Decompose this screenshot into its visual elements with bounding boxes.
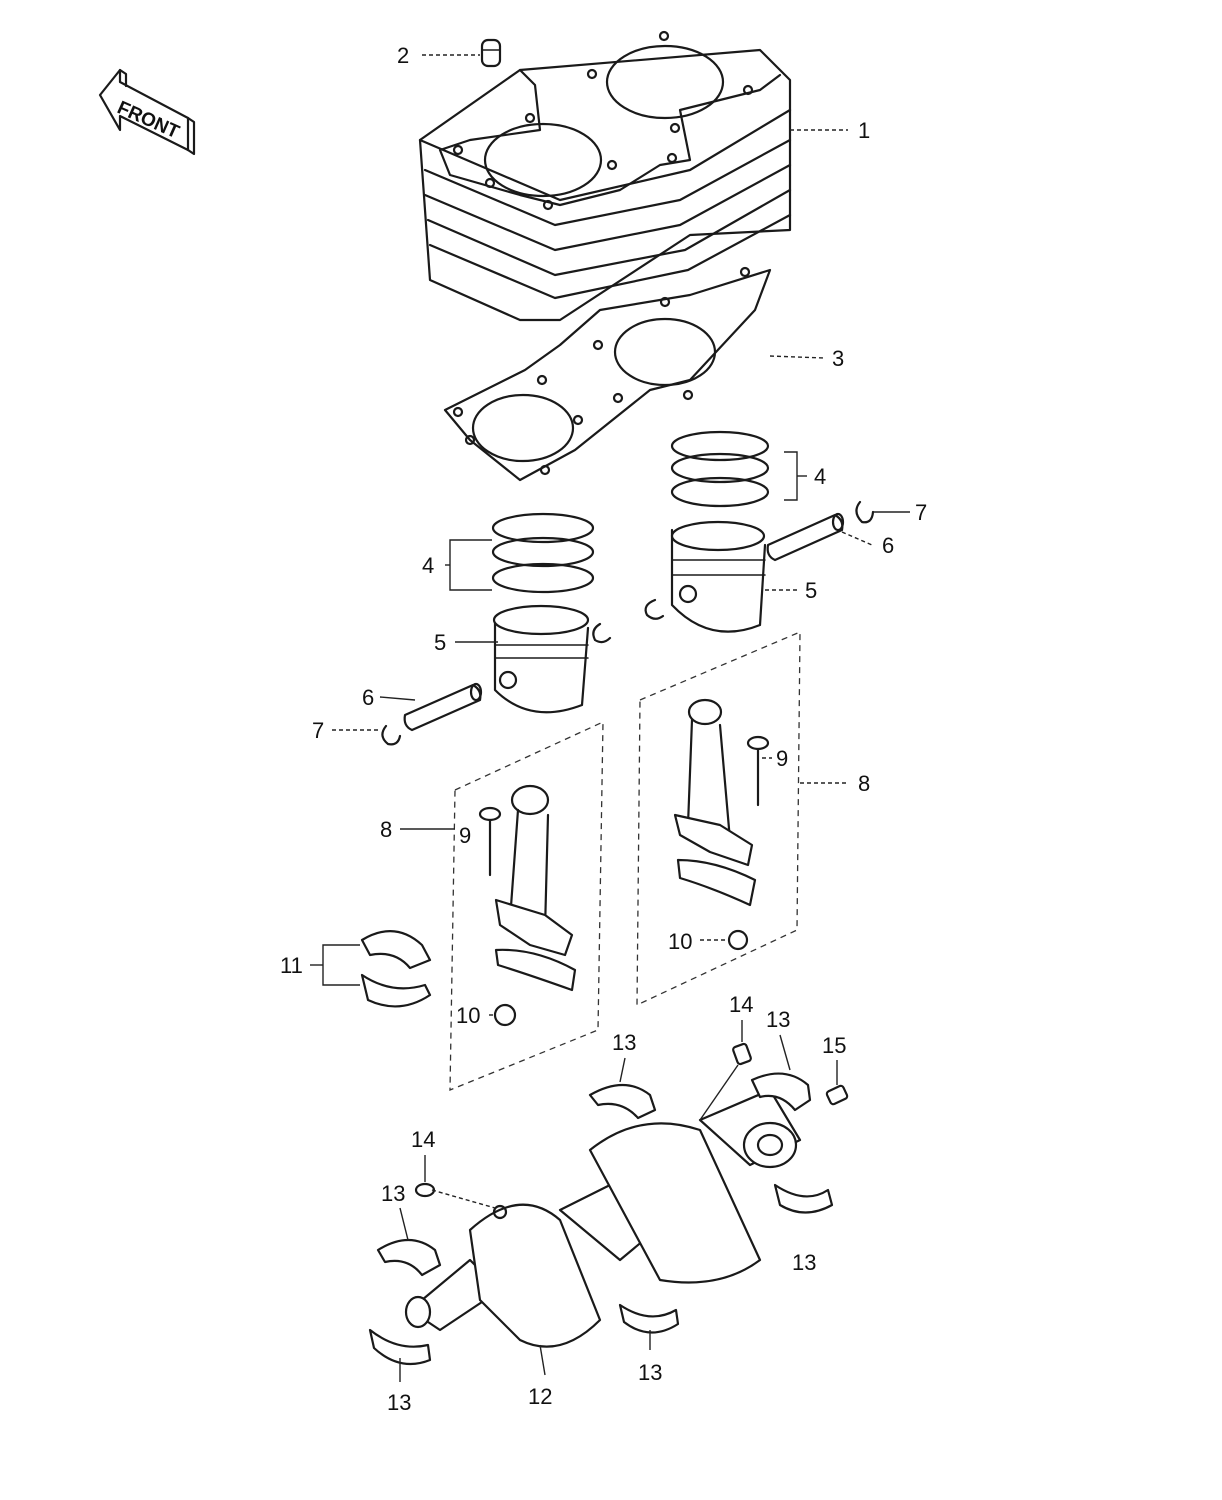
circlip-right-a-part [855,500,875,524]
connecting-rod-right-part [673,698,757,907]
rod-bearing-upper-part [360,930,432,970]
rod-nut-left-part [493,1003,517,1027]
piston-left-part [492,604,590,714]
callout-13-bottom-left: 13 [387,1390,411,1415]
piston-rings-right-part [670,430,770,508]
callout-8-right: 8 [858,771,870,796]
rod-nut-right-part [727,929,749,951]
callout-5-left: 5 [434,630,446,655]
callout-2: 2 [397,43,409,68]
callout-9-right: 9 [776,746,788,771]
circlip-left-b-part [592,622,612,644]
main-bearing-e-part [618,1303,680,1334]
connecting-rod-left-part [494,784,577,992]
oil-plug-b-part [414,1182,436,1198]
callout-7-left: 7 [312,718,324,743]
piston-pin-left-part [403,682,483,732]
callout-1: 1 [858,118,870,143]
front-label: FRONT [114,97,183,143]
callout-10-left: 10 [456,1003,480,1028]
callout-labels: 1 2 3 4 7 6 5 4 5 6 7 9 8 8 9 10 11 10 1… [280,43,927,1415]
callout-13-upper-right: 13 [766,1007,790,1032]
connecting-rod-right-boundary [636,631,801,1007]
callout-3: 3 [832,346,844,371]
callout-10-right: 10 [668,929,692,954]
callout-4-right: 4 [814,464,826,489]
callout-4-left: 4 [422,553,434,578]
rod-bolt-left-part [478,806,502,877]
rod-bearing-lower-part [360,973,432,1008]
main-bearing-c-part [376,1239,442,1277]
callout-6-left: 6 [362,685,374,710]
main-bearing-b-part [750,1072,812,1112]
front-arrow-icon: FRONT [98,68,196,156]
callout-9-left: 9 [459,823,471,848]
callout-6-right: 6 [882,533,894,558]
circlip-left-a-part [381,724,402,746]
oil-plug-a-part [732,1042,752,1066]
callout-13-right: 13 [792,1250,816,1275]
callout-8-left: 8 [380,817,392,842]
callout-7-right: 7 [915,500,927,525]
base-gasket-part [443,266,772,482]
cylinder-block-part [418,30,792,322]
circlip-right-b-part [644,598,665,620]
callout-13-bottom-mid: 13 [638,1360,662,1385]
piston-pin-right-part [766,512,845,562]
callout-11: 11 [280,953,303,978]
main-bearing-f-part [368,1328,432,1366]
callout-13-left: 13 [381,1181,405,1206]
callout-5-right: 5 [805,578,817,603]
leader-lines [310,54,910,1382]
callout-12: 12 [528,1384,552,1409]
piston-rings-left-part [491,512,595,594]
rod-bolt-right-part [746,735,770,807]
main-bearing-d-part [773,1183,834,1214]
callout-14-upper: 14 [729,992,753,1017]
main-bearing-a-part [588,1084,657,1120]
piston-right-part [670,520,767,633]
callout-15: 15 [822,1033,846,1058]
callout-14-lower: 14 [411,1127,435,1152]
dowel-pin-part [480,38,502,68]
crankshaft-part [404,1088,802,1348]
plug-bolt-part [825,1084,849,1106]
callout-13-upper-mid: 13 [612,1030,636,1055]
connecting-rod-left-boundary [449,720,604,1091]
